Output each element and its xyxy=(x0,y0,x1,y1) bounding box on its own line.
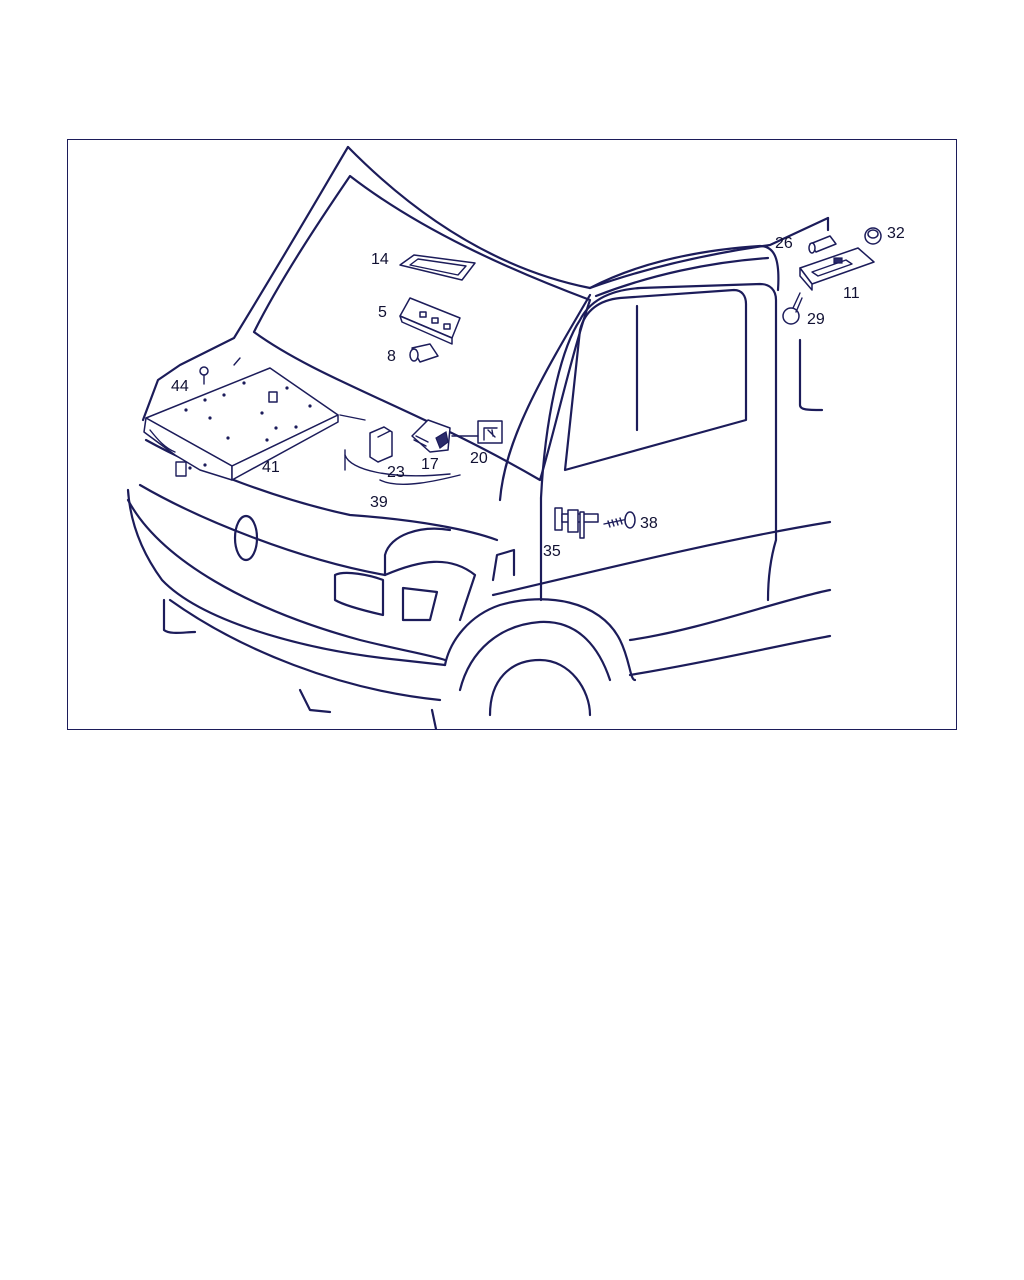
clip-44-icon xyxy=(199,366,209,385)
callout-8: 8 xyxy=(387,348,396,365)
screw-38-icon xyxy=(603,511,636,529)
callout-35: 35 xyxy=(543,543,561,560)
fuse-panel-cover-41 xyxy=(143,367,339,481)
diagram-frame xyxy=(67,139,957,730)
switch-17-icon xyxy=(411,419,451,453)
grommet-32-icon xyxy=(864,227,882,245)
callout-39: 39 xyxy=(370,494,388,511)
callout-32: 32 xyxy=(887,225,905,242)
callout-29: 29 xyxy=(807,311,825,328)
screw-29-icon xyxy=(782,292,803,325)
callout-11: 11 xyxy=(843,285,860,302)
callout-38: 38 xyxy=(640,515,658,532)
lamp-housing-5-icon xyxy=(399,297,461,345)
callout-41: 41 xyxy=(262,459,280,476)
bulb-8-icon xyxy=(409,343,439,363)
callout-23: 23 xyxy=(387,464,405,481)
lamp-lens-14-icon xyxy=(399,254,476,281)
switch-23-icon xyxy=(369,426,393,463)
symbol-insert-20-icon xyxy=(451,420,503,444)
door-switch-35-icon xyxy=(554,507,599,539)
bulb-26-icon xyxy=(808,235,837,254)
callout-20: 20 xyxy=(470,450,488,467)
callout-44: 44 xyxy=(171,378,189,395)
callout-14: 14 xyxy=(371,251,389,268)
callout-5: 5 xyxy=(378,304,387,321)
callout-labels: 14 5 8 44 41 23 17 20 39 26 32 11 29 35 … xyxy=(171,225,905,560)
interior-lamp-11-icon xyxy=(799,247,875,291)
callout-17: 17 xyxy=(421,456,439,473)
callout-26: 26 xyxy=(775,235,793,252)
